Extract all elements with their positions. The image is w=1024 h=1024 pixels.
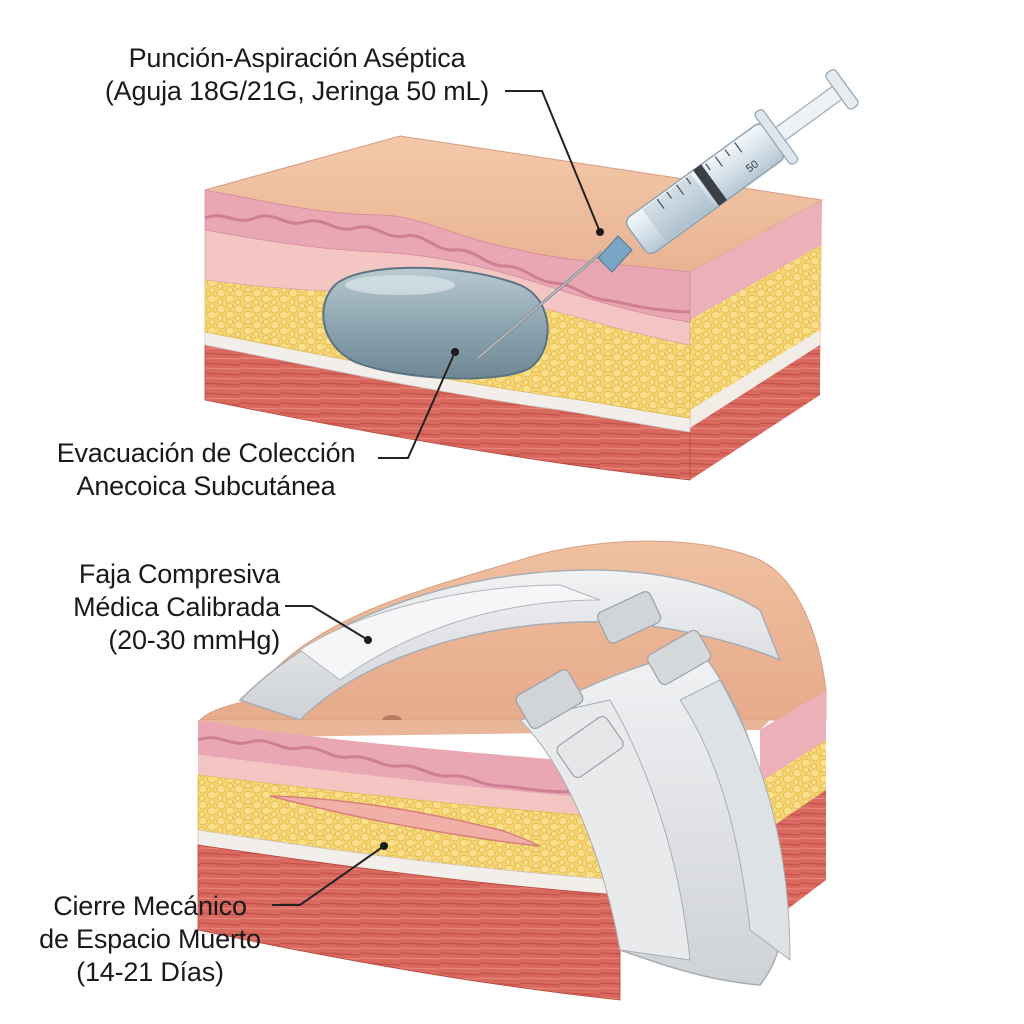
closed-dead-space <box>269 795 541 847</box>
label-compression-binder: Faja Compresiva Médica Calibrada (20-30 … <box>30 558 280 657</box>
label-binder-line3: (20-30 mmHg) <box>108 625 280 655</box>
syringe-icon: 50 <box>477 69 859 360</box>
syringe-barrel-marking: 50 <box>744 158 761 175</box>
label-evacuation-line1: Evacuación de Colección <box>56 438 356 468</box>
label-aspiration-line2: (Aguja 18G/21G, Jeringa 50 mL) <box>104 76 490 106</box>
label-aspiration-line1: Punción-Aspiración Aséptica <box>128 43 466 73</box>
label-closure-line1: Cierre Mecánico <box>53 891 247 921</box>
leader-lines <box>272 90 604 906</box>
label-closure-line3: (14-21 Días) <box>76 957 224 987</box>
label-binder-line1: Faja Compresiva <box>78 559 280 589</box>
seroma-fluid-collection <box>322 266 549 380</box>
label-dead-space-closure: Cierre Mecánico de Espacio Muerto (14-21… <box>30 890 270 989</box>
leader-line-aspiration <box>505 90 601 233</box>
label-closure-line2: de Espacio Muerto <box>39 924 261 954</box>
compression-binder <box>238 569 791 986</box>
label-evacuation-line2: Anecoica Subcutánea <box>76 471 336 501</box>
label-binder-line2: Médica Calibrada <box>73 592 280 622</box>
leader-line-binder <box>285 605 369 641</box>
label-collection-evacuation: Evacuación de Colección Anecoica Subcutá… <box>40 437 372 503</box>
leader-line-closure <box>272 845 385 906</box>
muscle-layer-bottom <box>197 844 621 1001</box>
label-aseptic-aspiration: Punción-Aspiración Aséptica (Aguja 18G/2… <box>92 42 502 108</box>
leader-line-evacuation <box>378 351 456 459</box>
